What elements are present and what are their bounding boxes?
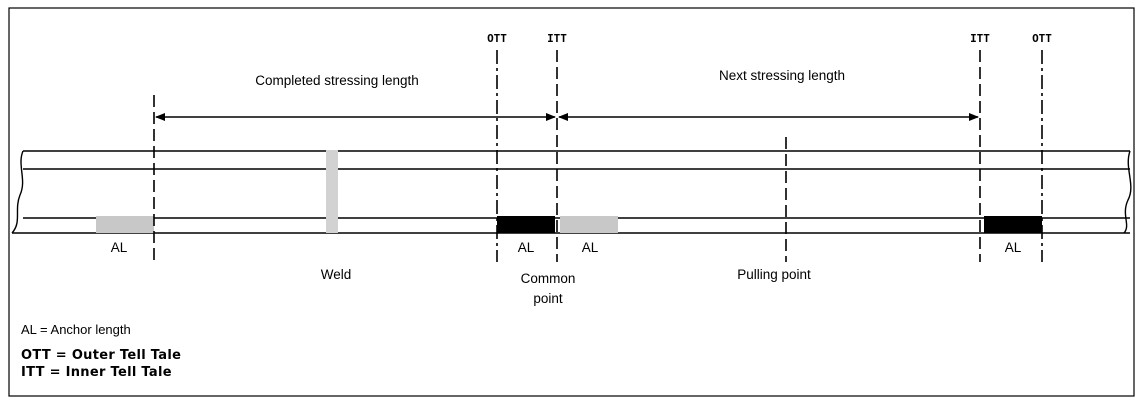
anchor-length-3 xyxy=(560,216,618,233)
pipe-left-break xyxy=(11,150,24,234)
legend-itt: ITT = Inner Tell Tale xyxy=(21,365,172,380)
ott-right-label: OTT xyxy=(1032,32,1052,45)
weld-label: Weld xyxy=(321,267,352,282)
ott-left-label: OTT xyxy=(487,32,507,45)
common-point-label-line2: point xyxy=(533,291,563,306)
al-label-1: AL xyxy=(111,240,128,255)
weld-mark xyxy=(326,150,338,233)
legend-ott: OTT = Outer Tell Tale xyxy=(21,348,181,363)
al-label-2: AL xyxy=(518,240,535,255)
common-point-label-line1: Common xyxy=(521,271,576,286)
next-length-label: Next stressing length xyxy=(719,68,845,83)
itt-right-label: ITT xyxy=(970,32,990,45)
diagram-border xyxy=(8,7,1135,397)
al-label-3: AL xyxy=(582,240,599,255)
legend-al: AL = Anchor length xyxy=(21,322,131,337)
anchor-length-2 xyxy=(497,216,555,233)
completed-length-label: Completed stressing length xyxy=(255,73,419,88)
al-label-4: AL xyxy=(1005,240,1022,255)
legend: AL = Anchor length OTT = Outer Tell Tale… xyxy=(21,322,181,380)
anchor-length-4 xyxy=(984,216,1042,233)
pipe-right-break xyxy=(1123,150,1132,234)
anchor-length-1 xyxy=(96,216,154,233)
pulling-point-label: Pulling point xyxy=(737,267,811,282)
itt-left-label: ITT xyxy=(547,32,567,45)
